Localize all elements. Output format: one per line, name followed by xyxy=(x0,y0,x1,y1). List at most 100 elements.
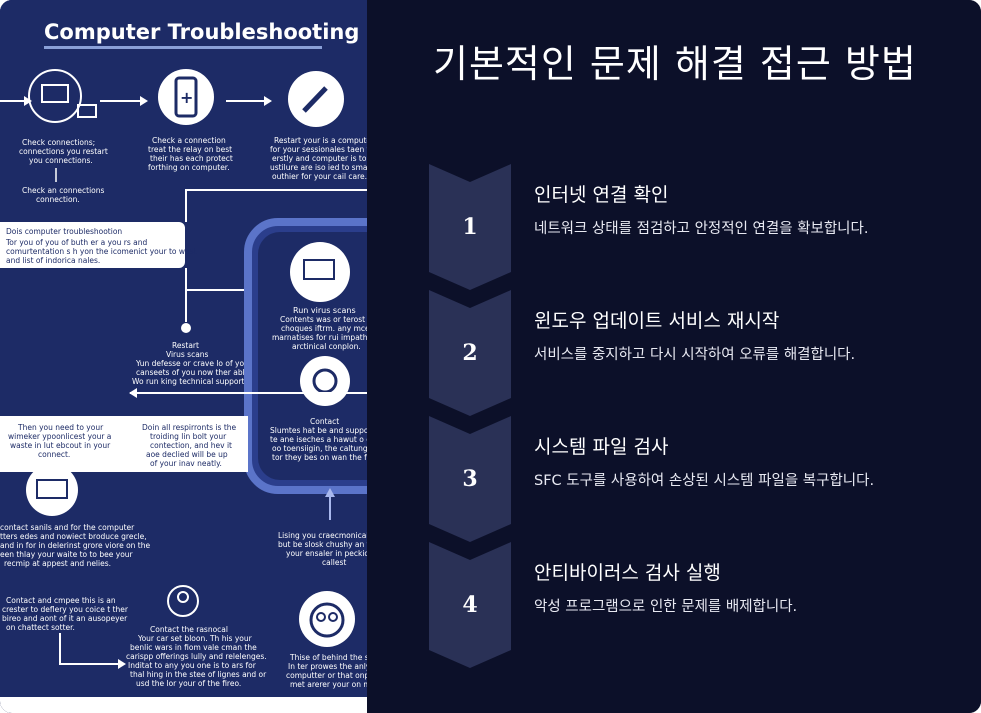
content-panel: 기본적인 문제 해결 접근 방법 1 인터넷 연결 확인 네트워크 상태를 점검… xyxy=(367,0,981,713)
step-title: 시스템 파일 검사 xyxy=(534,436,669,458)
step-title: 인터넷 연결 확인 xyxy=(534,184,669,206)
caption: marnatises for rui impath you xyxy=(272,333,367,342)
title-underline xyxy=(44,46,322,49)
arrowhead xyxy=(129,388,137,398)
user-head-icon xyxy=(177,591,189,603)
arrowhead xyxy=(325,488,335,497)
caption: connect. xyxy=(38,450,70,459)
caption: wimeker ypoonlicest your a xyxy=(8,432,111,441)
caption: Doin all respirronts is the xyxy=(142,423,237,432)
caption: Tor you of you of buth er a you rs and xyxy=(5,238,147,247)
headset-icon xyxy=(309,602,345,638)
caption: for your sessionales taen to xyxy=(270,145,367,154)
caption: Lising you craecmonical In xyxy=(278,531,367,540)
troubleshooting-infographic: Computer Troubleshooting + Check connect… xyxy=(0,0,367,713)
step-2: 2 윈도우 업데이트 서비스 재시작 서비스를 중지하고 다시 시작하여 오류를… xyxy=(429,290,949,416)
battery-icon xyxy=(174,76,198,118)
caption: tor they bes on wan the foe xyxy=(272,453,367,462)
flow-connector xyxy=(59,633,118,665)
caption: choques iftrm. any mce hd xyxy=(281,324,367,333)
caption: Contact xyxy=(310,417,339,426)
caption: erstly and computer is to xyxy=(272,154,367,163)
arrowhead xyxy=(118,659,126,669)
caption: you connections. xyxy=(29,156,93,165)
infographic-bottom-strip xyxy=(0,697,367,713)
support-icon-circle xyxy=(300,356,350,406)
caption: Inditat to any you one is to ars for xyxy=(128,661,257,670)
caption: bireo and aont of it an ausopeyer xyxy=(2,614,128,623)
caption: ustilure are iso ied to smate xyxy=(270,163,367,172)
glasses-icon xyxy=(328,612,338,622)
chevron-step-marker xyxy=(429,542,511,668)
info-band xyxy=(0,416,248,472)
info-card xyxy=(0,222,185,268)
user-icon xyxy=(167,585,199,617)
laptop-icon xyxy=(36,479,68,499)
caption: Check a connection xyxy=(152,136,226,145)
caption: canseets of you now ther able xyxy=(136,368,250,377)
battery-icon-circle xyxy=(158,69,214,125)
step-description: SFC 도구를 사용하여 손상된 시스템 파일을 복구합니다. xyxy=(534,473,875,489)
arrowhead xyxy=(264,96,272,106)
caption: met arerer your on movp xyxy=(290,680,367,689)
caption: contact sanils and for the computer xyxy=(0,523,135,532)
caption: connection. xyxy=(36,195,80,204)
caption: Slumtes hat be and suppor xyxy=(270,426,367,435)
caption: computter or that onpty i en xyxy=(286,671,367,680)
caption: Run virus scans xyxy=(293,306,356,315)
caption: their has each protect xyxy=(150,154,233,163)
caption: crester to deflery you coice t ther xyxy=(2,605,129,614)
caption: and in for in delerinst grore viore on t… xyxy=(0,541,150,550)
laptop-scan-icon xyxy=(303,259,335,280)
chevron-step-marker xyxy=(429,416,511,542)
caption: aoe declied will be up xyxy=(146,450,228,459)
caption: Contact the rasnocal xyxy=(150,625,228,634)
step-number: 2 xyxy=(462,340,478,366)
caption: Dois computer troubleshootion xyxy=(6,227,122,236)
step-4: 4 안티바이러스 검사 실행 악성 프로그램으로 인한 문제를 배제합니다. xyxy=(429,542,949,668)
caption: callest xyxy=(322,558,346,567)
caption: Then you need to your xyxy=(17,423,104,432)
infographic-title: Computer Troubleshooting xyxy=(44,20,359,44)
arrowhead xyxy=(24,96,32,106)
glasses-icon xyxy=(316,612,326,622)
caption: Restart your is a computer xyxy=(274,136,367,145)
caption: oo toensiigin, the caltung t xyxy=(272,444,367,453)
step-title: 윈도우 업데이트 서비스 재시작 xyxy=(534,310,780,332)
caption: Check an connections xyxy=(22,186,105,195)
step-number: 3 xyxy=(462,466,478,492)
caption: forthing on computer. xyxy=(148,163,230,172)
step-description: 악성 프로그램으로 인한 문제를 배제합니다. xyxy=(534,599,798,615)
caption: contection, and hev it xyxy=(150,441,232,450)
caption: outhier for your cail care. xyxy=(272,172,367,181)
caption: but be slosk chushy an fless xyxy=(278,540,367,549)
chevron-step-marker xyxy=(429,164,511,290)
caption: te ane iseches a hawut o eas xyxy=(270,435,367,444)
caption: thal hing in the stee of lignes and or xyxy=(130,670,267,679)
infographic-title-bg xyxy=(0,0,367,62)
caption: Check connections; xyxy=(22,138,95,147)
caption: Your car set bloon. Th his your xyxy=(137,634,253,643)
caption: benlic wars in fiom vale cman the xyxy=(130,643,257,652)
caption: arctinical conplon. xyxy=(292,342,361,351)
screwdriver-icon xyxy=(302,86,328,113)
network-icon xyxy=(28,69,82,123)
flow-node xyxy=(181,323,191,333)
step-3: 3 시스템 파일 검사 SFC 도구를 사용하여 손상된 시스템 파일을 복구합… xyxy=(429,416,949,542)
chevron-step-marker xyxy=(429,290,511,416)
monitor-icon xyxy=(77,104,97,118)
caption: carispp offerings lully and relelenges. xyxy=(126,652,267,661)
caption: usd the lor your of the fireo. xyxy=(136,679,241,688)
step-description: 서비스를 중지하고 다시 시작하여 오류를 해결합니다. xyxy=(534,347,856,363)
caption: your ensaler in peckion r xyxy=(286,549,367,558)
step-number: 4 xyxy=(462,592,478,618)
step-title: 안티바이러스 검사 실행 xyxy=(534,562,721,584)
caption: Thise of behind the sheque xyxy=(289,653,367,662)
caption: Wo run king technical support? xyxy=(132,377,249,386)
support-agent-icon-circle xyxy=(299,591,355,647)
caption: troiding lin bolt your xyxy=(150,432,227,441)
infographic-canvas: Computer Troubleshooting + Check connect… xyxy=(0,0,367,713)
caption: In ter prowes the anly of y xyxy=(288,662,367,671)
caption: een thlay your waite to to bee your xyxy=(0,550,134,559)
